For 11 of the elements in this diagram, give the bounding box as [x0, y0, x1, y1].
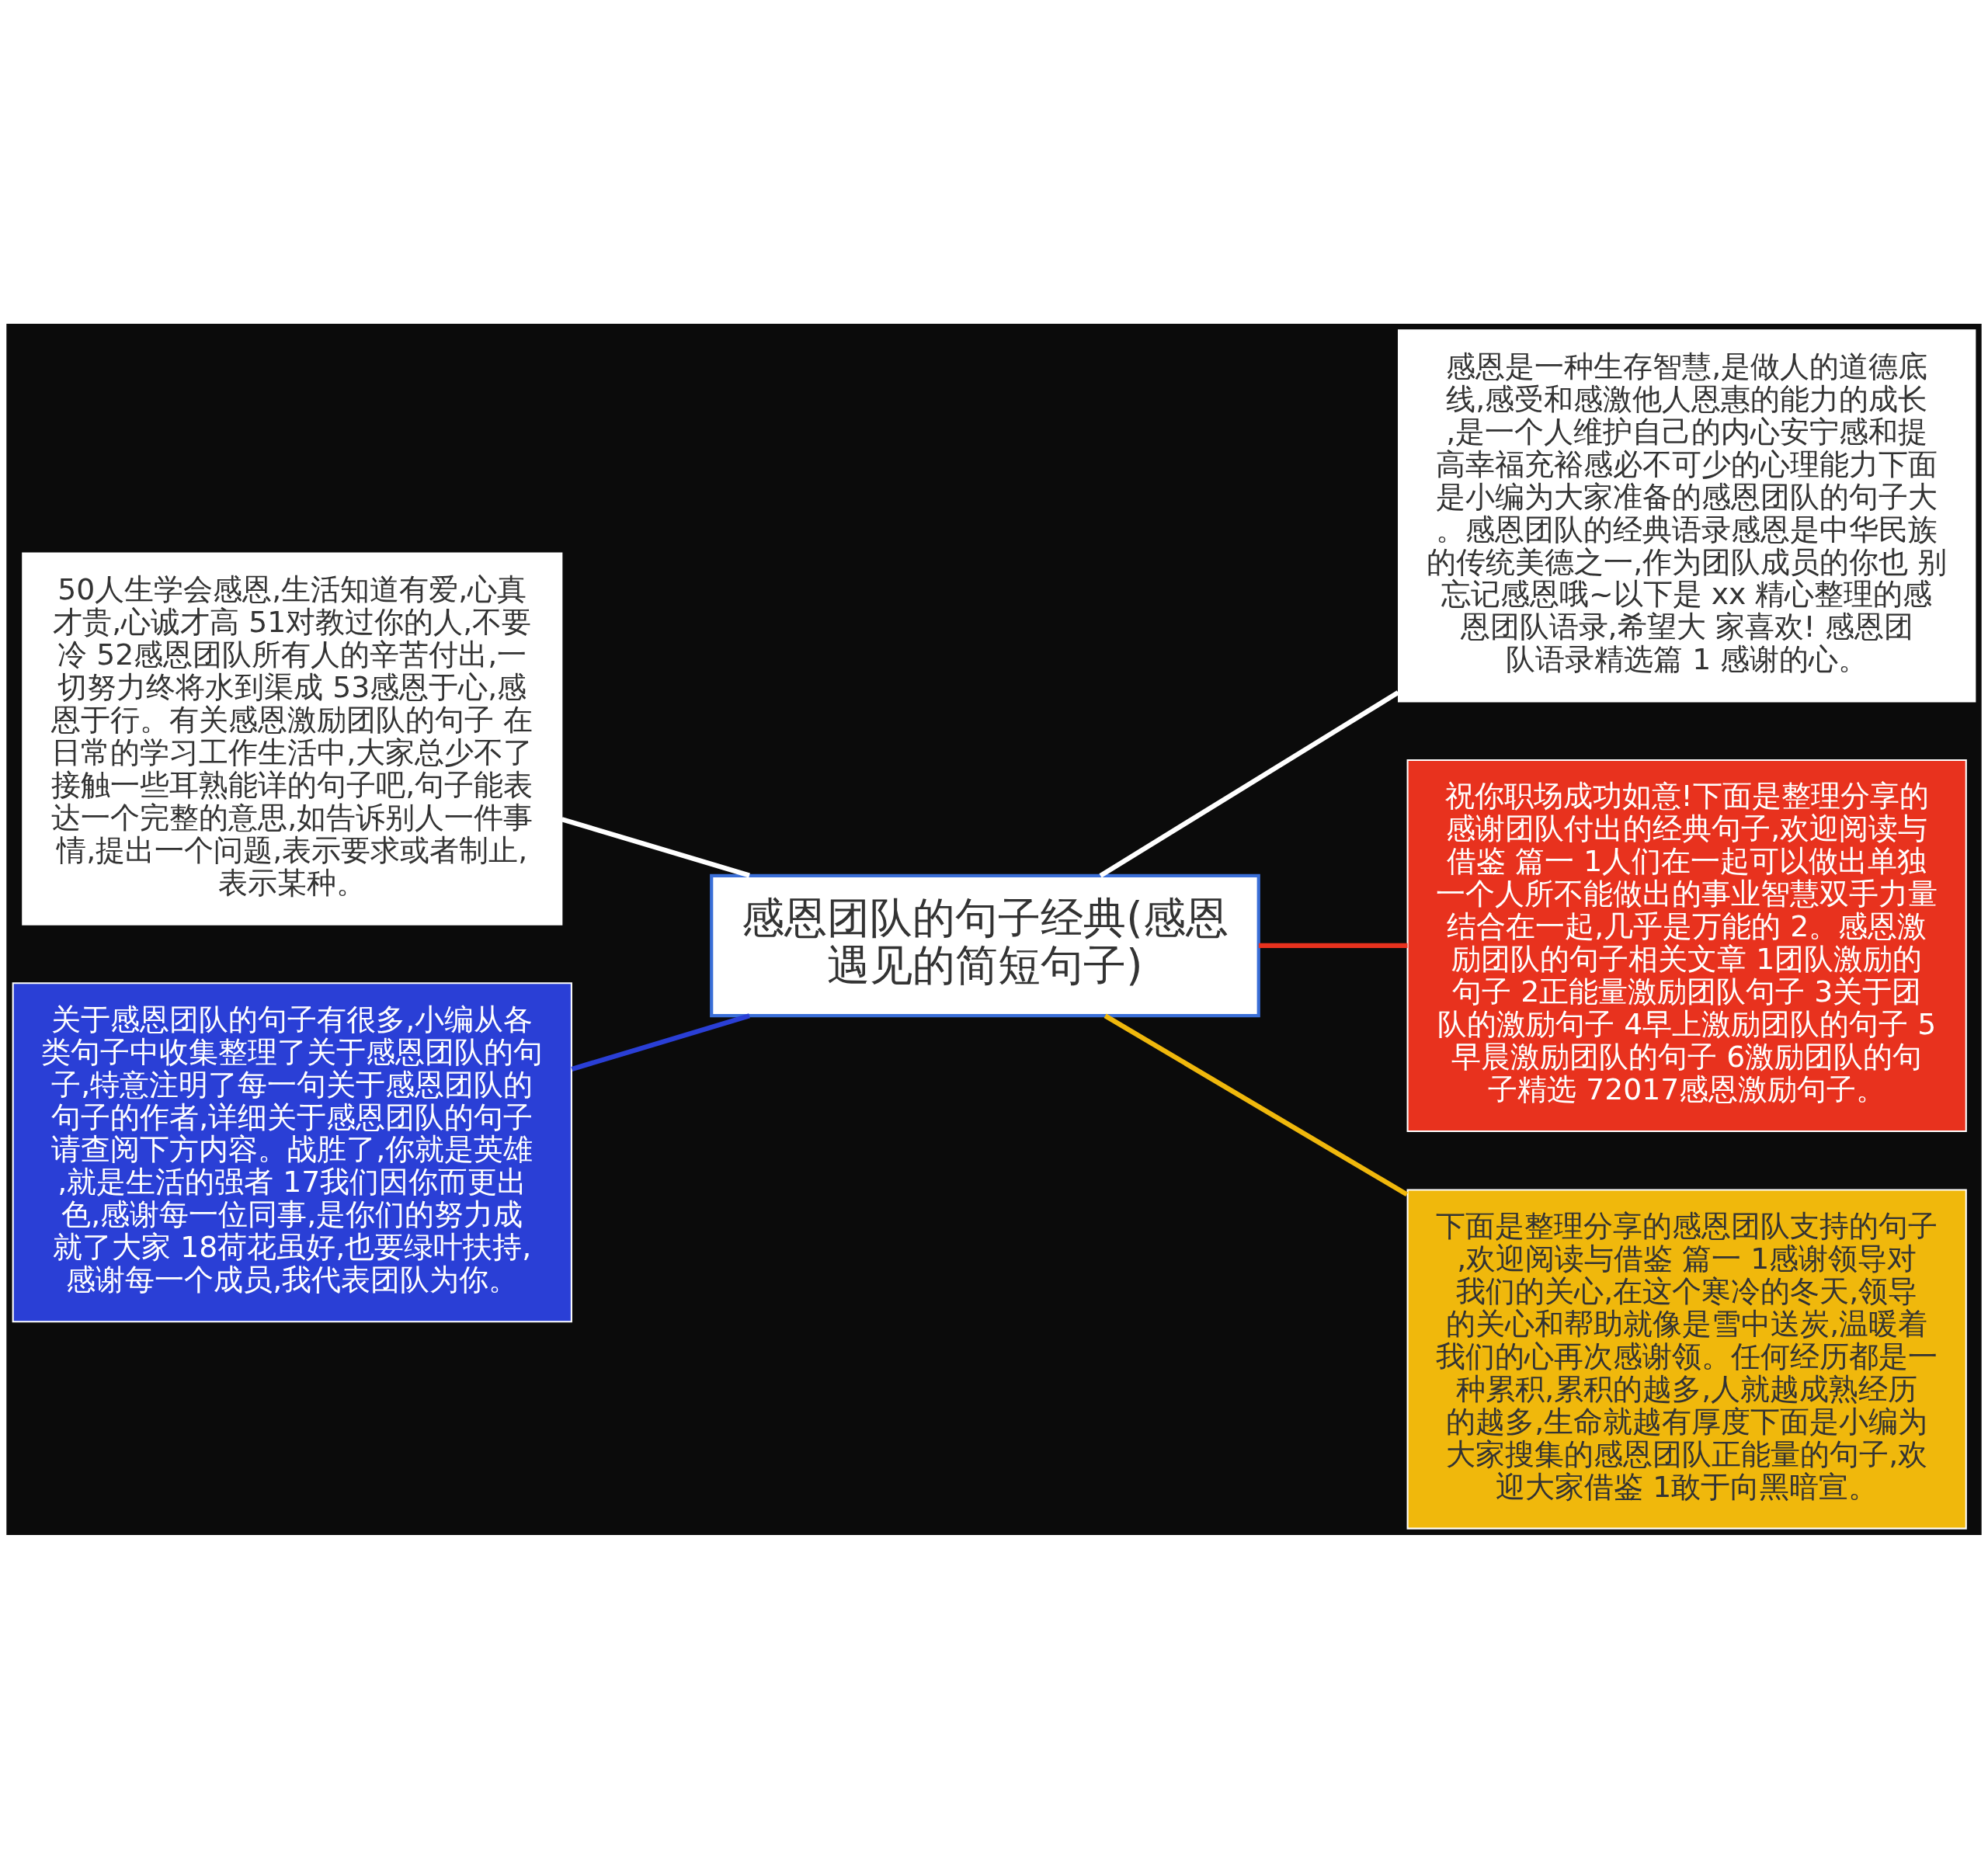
node-box: 祝你职场成功如意!下面是整理分享的感谢团队付出的经典句子,欢迎阅读与借鉴 篇一 1人们在一起可以做出单独一个人所不能做出的事业智慧双手力量结合在一起,几乎是万能的 2。感恩激励团队的句子相关文章 1团队激励的句子 2正能量激励团队句子 3关于团队的激励句子 4早上激励团队的句子 5早晨激励团队的句子 6激励团队的句子精选 72017感恩激励句子。	[1406, 759, 1967, 1132]
node-box: 50人生学会感恩,生活知道有爱,心真才贵,心诚才高 51对教过你的人,不要冷 52感恩团队所有人的辛苦付出,一切努力终将水到渠成 53感恩于心,感恩于行。有关感恩激励团队的句子 在日常的学习工作生活中,大家总少不了接触一些耳熟能详的句子吧,句子能表达一个完整的意思,如告诉别人一件事情,提出一个问题,表示要求或者制止,表示某种。	[22, 552, 563, 926]
connector	[571, 1012, 750, 1071]
connector	[1258, 943, 1408, 948]
node-box: 感恩团队的句子经典(感恩遇见的简短句子)	[710, 873, 1260, 1017]
node-box: 感恩是一种生存智慧,是做人的道德底线,感受和感激他人恩惠的能力的成长,是一个人维护自己的内心安宁感和提高幸福充裕感必不可少的心理能力下面是小编为大家准备的感恩团队的句子大。感恩团队的经典语录感恩是中华民族的传统美德之一,作为团队成员的你也 别忘记感恩哦~以下是 xx 精心整理的感恩团队语录,希望大 家喜欢! 感恩团队语录精选篇 1 感谢的心。	[1398, 328, 1976, 702]
node-box: 下面是整理分享的感恩团队支持的句子,欢迎阅读与借鉴 篇一 1感谢领导对我们的关心,在这个寒冷的冬天,领导的关心和帮助就像是雪中送炭,温暖着我们的心再次感谢领。任何经历都是一种累积,累积的越多,人就越成熟经历的越多,生命就越有厚度下面是小编为大家搜集的感恩团队正能量的句子,欢迎大家借鉴 1敢于向黑暗宣。	[1406, 1188, 1967, 1530]
node-box: 关于感恩团队的句子有很多,小编从各类句子中收集整理了关于感恩团队的句子,特意注明了每一句关于感恩团队的句子的作者,详细关于感恩团队的句子请查阅下方内容。战胜了,你就是英雄,就是生活的强者 17我们因你而更出色,感谢每一位同事,是你们的努力成就了大家 18荷花虽好,也要绿叶扶持,感谢每一个成员,我代表团队为你。	[12, 981, 572, 1322]
connector	[561, 816, 750, 878]
connector	[1099, 689, 1400, 877]
connector	[1103, 1013, 1409, 1196]
